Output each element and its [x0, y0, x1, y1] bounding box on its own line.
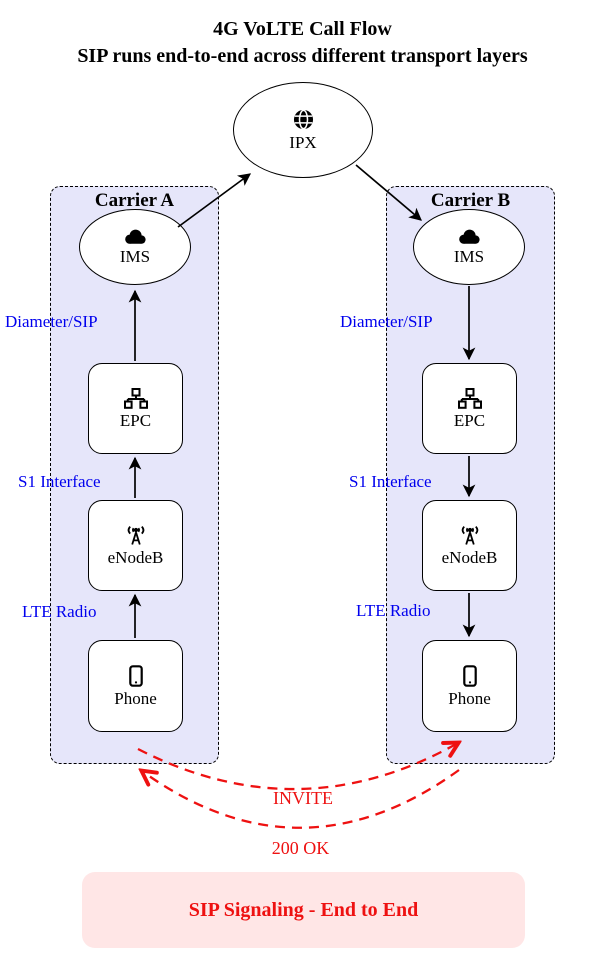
200ok-label: 200 OK: [271, 838, 330, 858]
ims-node-b: IMS: [413, 209, 525, 285]
link-label-s1-interface-a: S1 Interface: [18, 472, 101, 491]
link-label-lte-radio-a: LTE Radio: [22, 602, 97, 621]
enodeb-node-b: eNodeB: [422, 500, 517, 591]
globe-icon: [293, 109, 313, 129]
link-label-s1-interface-b: S1 Interface: [349, 472, 432, 491]
sip-signaling-banner: SIP Signaling - End to End: [82, 872, 525, 948]
broadcast-tower-icon: [461, 525, 478, 545]
node-label: Phone: [114, 688, 157, 708]
phone-node-a: Phone: [88, 640, 183, 732]
mobile-phone-icon: [128, 664, 143, 687]
cloud-icon: [124, 229, 146, 244]
mobile-phone-icon: [462, 664, 477, 687]
node-label: IMS: [453, 247, 485, 266]
epc-node-a: EPC: [88, 363, 183, 454]
node-label: EPC: [453, 410, 486, 430]
phone-node-b: Phone: [422, 640, 517, 732]
epc-node-b: EPC: [422, 363, 517, 454]
title-line-1: 4G VoLTE Call Flow: [213, 18, 392, 40]
node-label: eNodeB: [441, 547, 498, 567]
carrier-a-title: Carrier A: [94, 190, 175, 211]
title-line-2: SIP runs end-to-end across different tra…: [77, 45, 528, 67]
node-label: eNodeB: [107, 547, 164, 567]
enodeb-node-a: eNodeB: [88, 500, 183, 591]
banner-text: SIP Signaling - End to End: [188, 898, 419, 921]
node-label: EPC: [119, 410, 152, 430]
invite-label: INVITE: [273, 788, 333, 808]
link-label-diameter-sip-a: Diameter/SIP: [5, 312, 98, 331]
ipx-label: IPX: [289, 132, 317, 152]
ims-node-a: IMS: [79, 209, 191, 285]
link-label-lte-radio-b: LTE Radio: [356, 601, 431, 620]
node-label: IMS: [119, 247, 151, 266]
ipx-node: IPX: [233, 82, 373, 178]
sitemap-icon: [457, 387, 482, 409]
node-label: Phone: [448, 688, 491, 708]
sitemap-icon: [123, 387, 148, 409]
diagram-title: 4G VoLTE Call Flow SIP runs end-to-end a…: [0, 16, 605, 70]
link-label-diameter-sip-b: Diameter/SIP: [340, 312, 433, 331]
broadcast-tower-icon: [127, 525, 144, 545]
cloud-icon: [458, 229, 480, 244]
carrier-b-title: Carrier B: [430, 190, 511, 211]
